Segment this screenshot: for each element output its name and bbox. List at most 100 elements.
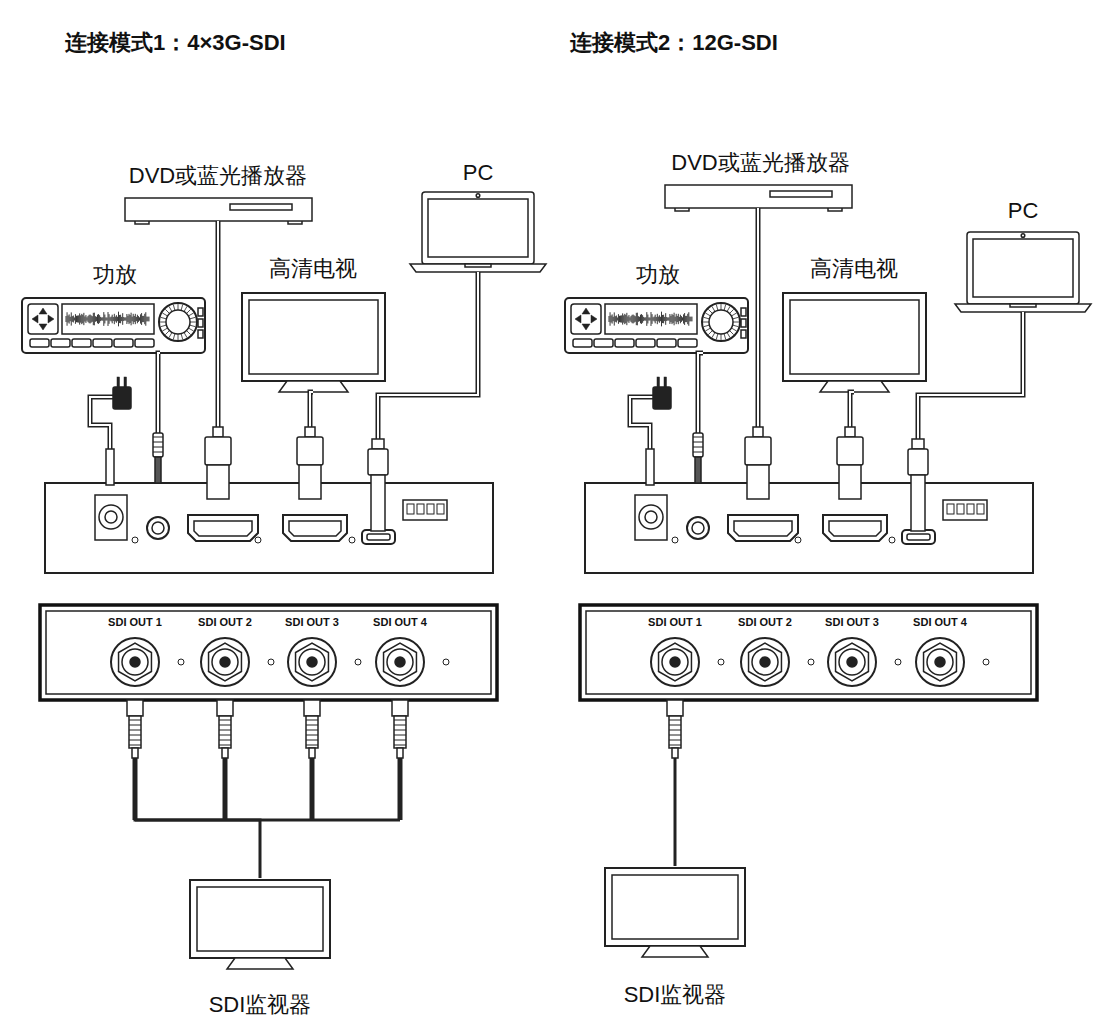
monitor-frame bbox=[190, 880, 330, 958]
bnc-flange bbox=[111, 638, 159, 686]
bnc-ring bbox=[299, 649, 325, 675]
waveform-stroke bbox=[654, 317, 655, 322]
waveform-stroke bbox=[667, 317, 668, 320]
waveform-stroke bbox=[685, 316, 686, 322]
dip-lever bbox=[407, 504, 414, 514]
screw-mark bbox=[895, 659, 901, 665]
plug-ridge bbox=[219, 720, 231, 721]
knob-rib bbox=[704, 325, 710, 327]
plug-ridge bbox=[129, 735, 141, 736]
dc-ring bbox=[99, 505, 123, 529]
waveform-stroke bbox=[613, 317, 614, 321]
hdmi-plug-body bbox=[205, 437, 231, 465]
sdi-wire bbox=[224, 755, 227, 820]
cable-core bbox=[158, 353, 160, 435]
hdmi-plug-strain bbox=[213, 427, 223, 437]
waveform-stroke bbox=[660, 317, 661, 321]
front-button bbox=[657, 339, 676, 347]
sdi-panel bbox=[580, 605, 1037, 700]
waveform-stroke bbox=[664, 317, 665, 321]
hdmi-plug-head bbox=[747, 465, 769, 499]
knob-rib bbox=[190, 325, 196, 327]
waveform-stroke bbox=[71, 312, 72, 325]
device-label: PC bbox=[463, 160, 494, 186]
knob-rib bbox=[733, 325, 739, 327]
knob-rib bbox=[731, 313, 736, 316]
waveform-stroke bbox=[634, 315, 635, 322]
hdmi-socket bbox=[194, 521, 252, 536]
bnc-ring bbox=[927, 649, 953, 675]
device-label-box: SDI监视器 bbox=[600, 866, 750, 1008]
plug-ridge bbox=[394, 725, 406, 726]
knob-rib bbox=[729, 330, 733, 334]
usb-socket bbox=[907, 534, 930, 540]
waveform-stroke bbox=[94, 313, 95, 326]
waveform-stroke bbox=[115, 317, 116, 322]
waveform-stroke bbox=[137, 315, 138, 324]
waveform-stroke bbox=[87, 317, 88, 320]
side-button bbox=[198, 330, 203, 338]
waveform-stroke bbox=[663, 315, 664, 324]
usb-plug-body bbox=[368, 449, 388, 475]
dip-lever bbox=[437, 504, 444, 514]
side-button bbox=[741, 319, 746, 327]
device-label-box: 高清电视 bbox=[779, 256, 929, 396]
knob-rib bbox=[727, 306, 730, 311]
waveform-stroke bbox=[136, 317, 137, 321]
waveform-stroke bbox=[645, 317, 646, 320]
waveform-stroke bbox=[633, 315, 634, 324]
cable bbox=[698, 353, 703, 435]
bnc-plug-collar bbox=[667, 700, 683, 716]
waveform-stroke bbox=[626, 313, 627, 325]
waveform-stroke bbox=[123, 317, 124, 321]
waveform-stroke bbox=[68, 315, 69, 322]
screw-mark bbox=[268, 659, 274, 665]
waveform-stroke bbox=[122, 313, 123, 325]
cable-core bbox=[224, 755, 226, 820]
plug-ridge bbox=[129, 745, 141, 746]
device-label-box: 功放 bbox=[563, 262, 753, 354]
plug-ridge bbox=[129, 720, 141, 721]
waveform-stroke bbox=[92, 316, 93, 322]
waveform-stroke bbox=[82, 315, 83, 323]
bnc-ring bbox=[839, 649, 865, 675]
plug-ridge bbox=[306, 735, 318, 736]
dpad-arrows bbox=[575, 308, 597, 330]
waveform-stroke bbox=[642, 315, 643, 323]
waveform-stroke bbox=[130, 315, 131, 323]
waveform-stroke bbox=[144, 314, 145, 324]
waveform-stroke bbox=[669, 314, 670, 324]
device-label: SDI监视器 bbox=[209, 992, 312, 1018]
disc-slot bbox=[770, 191, 832, 197]
waveform-stroke bbox=[127, 316, 128, 322]
screw-mark bbox=[178, 659, 184, 665]
dpad-box bbox=[28, 304, 58, 334]
plug-ridge bbox=[129, 725, 141, 726]
waveform-stroke bbox=[76, 316, 77, 322]
cable bbox=[630, 397, 655, 449]
waveform-stroke bbox=[104, 315, 105, 324]
knob-rib bbox=[178, 304, 179, 310]
bnc-plug-body bbox=[394, 716, 406, 748]
cable bbox=[378, 272, 478, 443]
laptop-notch bbox=[465, 264, 491, 267]
knob-rib bbox=[188, 328, 193, 331]
sdi-wire bbox=[311, 755, 314, 820]
hdmi-plug-head bbox=[207, 465, 229, 499]
waveform-stroke bbox=[628, 315, 629, 323]
waveform-stroke bbox=[77, 316, 78, 323]
plug-ridge bbox=[153, 452, 163, 453]
waveform-stroke bbox=[131, 313, 132, 326]
bnc-ring bbox=[122, 649, 148, 675]
waveform-stroke bbox=[121, 317, 122, 321]
waveform-stroke bbox=[105, 317, 106, 320]
front-button bbox=[135, 339, 154, 347]
plug-ridge bbox=[306, 745, 318, 746]
dc-plug bbox=[106, 449, 114, 485]
waveform-stroke bbox=[666, 317, 667, 321]
plug-ridge bbox=[669, 745, 681, 746]
knob-rib bbox=[733, 317, 739, 319]
waveform-stroke bbox=[668, 317, 669, 320]
waveform-stroke bbox=[96, 317, 97, 321]
